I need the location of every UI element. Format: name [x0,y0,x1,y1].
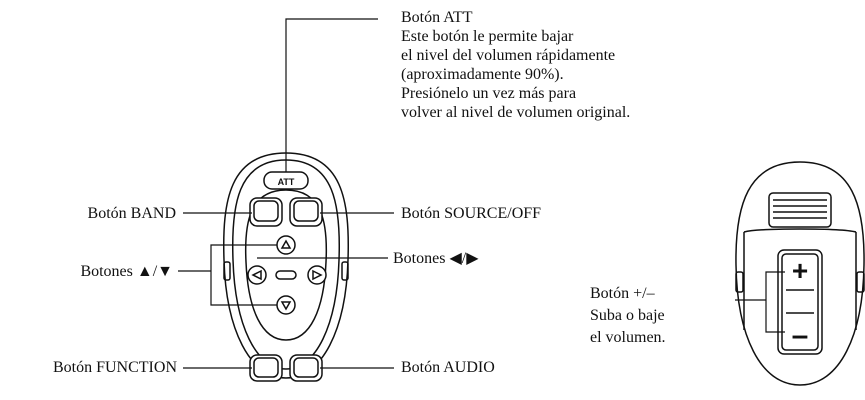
front-remote-bezel [231,159,341,370]
band-key [249,197,283,227]
function-label: Botón FUNCTION [52,359,177,376]
front-remote [222,152,350,382]
left-right-label: Botones ◀/▶ [393,250,479,267]
volume-desc-line: el volumen. [590,329,666,346]
right-key [307,265,327,285]
vent-grille [768,192,832,228]
att-desc-line: Presiónelo un vez más para [401,85,577,102]
right-grip [341,261,349,281]
down-key [276,295,296,315]
minus-key-text: – [792,319,809,352]
att-desc-line: (aproximadamente 90%). [401,66,564,83]
source-off-label: Botón SOURCE/OFF [401,205,542,222]
up-key [276,235,296,255]
att-desc-line: volver al nivel de volumen original. [401,104,631,121]
up-down-label: Botones ▲/▼ [80,263,173,280]
back-remote [735,161,865,386]
volume-description: Botón +/– Suba o baje el volumen. [590,283,666,349]
back-leader-lines [735,271,785,333]
volume-rocker [777,249,823,355]
att-desc-line: el nivel del volumen rápidamente [401,47,616,64]
back-remote-shell [735,161,865,386]
audio-label: Botón AUDIO [401,359,495,376]
front-leader-lines [178,18,394,369]
center-bar [275,270,297,280]
source-key [289,197,323,227]
plus-key-text: + [792,255,808,286]
front-remote-shell [222,152,350,379]
volume-desc-line: Suba o baje [590,307,665,324]
att-desc-line: Este botón le permite bajar [401,28,574,45]
band-label: Botón BAND [87,205,176,222]
left-key [247,265,267,285]
volume-title: Botón +/– [590,285,655,302]
att-description: Botón ATT Este botón le permite bajar el… [401,8,630,122]
front-remote-panel [244,189,328,341]
att-key-text: ATT [278,177,295,187]
left-grip [223,261,231,281]
att-title: Botón ATT [401,9,473,26]
